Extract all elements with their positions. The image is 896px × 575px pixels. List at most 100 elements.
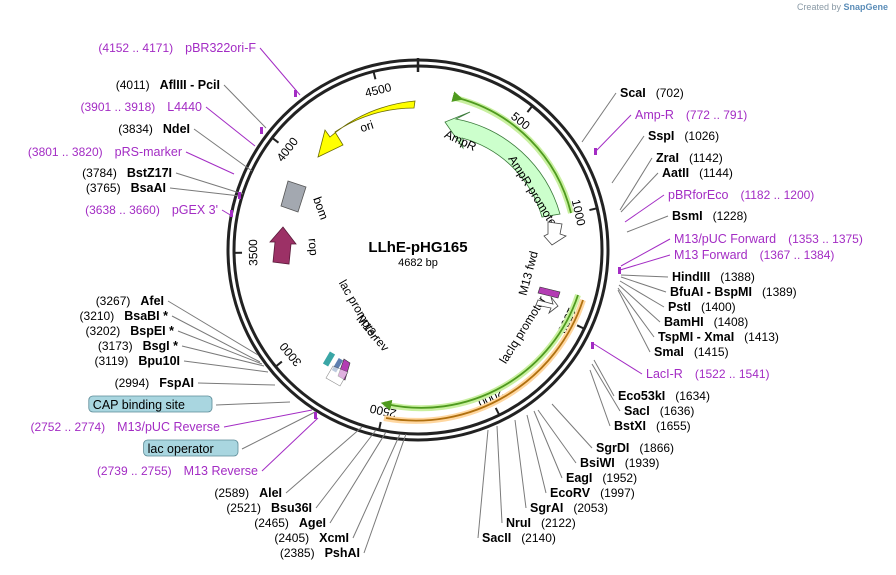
site-label[interactable]: Amp-R(772 .. 791) [595,108,747,152]
site-text: BsmI(1228) [672,209,747,223]
feature-lac-promoter[interactable] [325,365,349,387]
site-name: SacI [624,404,650,418]
site-label[interactable]: (3173)BsgI * [98,339,265,367]
site-name: BsaBI * [124,309,168,323]
site-label[interactable]: LacI-R(1522 .. 1541) [593,343,770,381]
feature-lacIq-promoter[interactable] [535,296,559,315]
site-label[interactable]: CAP binding site [88,395,291,413]
site-leader-line [593,343,643,375]
site-label[interactable]: SgrDI(1866) [551,403,674,455]
site-label[interactable]: SgrAI(2053) [514,419,608,515]
site-label[interactable]: BsiWI(1939) [537,409,659,470]
site-position: (1636) [660,404,695,418]
site-label[interactable]: (3210)BsaBI * [80,309,261,363]
site-label[interactable]: SacII(2140) [477,429,556,545]
site-label[interactable]: (2405)XcmI [274,433,401,545]
feature-rop[interactable] [269,226,297,265]
site-position: (1408) [714,315,749,329]
site-label[interactable]: (3638 .. 3660)pGEX 3' [85,203,233,217]
site-label[interactable]: NruI(2122) [496,425,576,530]
primer-mark [238,192,241,199]
site-label[interactable]: (3901 .. 3918)L4440 [81,100,256,147]
site-label[interactable]: SacI (1636) [591,363,695,418]
site-text: (4152 .. 4171)pBR322ori-F [98,41,256,55]
site-leader-line [514,419,527,509]
site-label[interactable]: (3784)BstZ17I [82,166,244,195]
site-label[interactable]: TspMI - XmaI(1413) [617,287,779,344]
site-label[interactable]: EcoRV(1997) [526,414,635,500]
site-name: SmaI [654,345,684,359]
site-label[interactable]: AatII(1144) [620,166,733,213]
tick-label: 1000 [569,198,589,227]
site-label[interactable]: ZraI(1142) [619,151,723,211]
site-text: M13/pUC Forward(1353 .. 1375) [674,232,863,246]
site-label[interactable]: (4152 .. 4171)pBR322ori-F [98,41,301,96]
site-label[interactable]: (3801 .. 3820)pRS-marker [28,145,235,175]
site-position: (1228) [713,209,748,223]
site-text: SgrDI(1866) [596,441,674,455]
site-label[interactable]: (3202)BspEI * [86,324,263,365]
site-name: FspAI [159,376,194,390]
site-leader-line [177,330,263,365]
tick-mark [526,105,534,113]
feature-bom[interactable] [280,180,307,213]
site-label[interactable]: (2465)AgeI [254,431,387,530]
site-label[interactable]: HindIII(1388) [620,270,755,284]
feature-box-label: lac operator [148,442,214,456]
site-name: ScaI [620,86,646,100]
feature-ampr[interactable] [444,111,561,218]
site-label[interactable]: (2752 .. 2774)M13/pUC Reverse [30,409,313,434]
site-leader-line [169,187,241,197]
site-label[interactable]: (3834)NdeI [118,122,253,172]
site-name: BstZ17I [127,166,172,180]
site-label[interactable]: pBRforEco(1182 .. 1200) [624,188,814,223]
site-position: (3267) [96,294,131,308]
site-label[interactable]: (2521)Bsu36I [226,429,377,515]
feature-rop-label: rop [305,238,320,257]
site-label[interactable]: SspI(1026) [611,129,719,184]
site-name: Bpu10I [138,354,180,368]
site-label[interactable]: (3765)BsaAI [86,181,241,197]
site-label[interactable]: (2385)PshAI [280,433,407,560]
site-leader-line [285,426,363,494]
site-label[interactable]: lac operator [143,411,316,457]
site-label[interactable]: Eco53kI(1634) [593,359,710,403]
site-text: (2521)Bsu36I [226,501,312,515]
site-label[interactable]: (2739 .. 2755)M13 Reverse [97,417,319,478]
ampr-outline-arc-stroke [451,91,572,214]
site-label[interactable]: M13 Forward(1367 .. 1384) [619,248,834,271]
primer-mark [591,342,594,349]
site-position: (3173) [98,339,133,353]
site-leader-line [618,284,661,323]
site-name: AatII [662,166,689,180]
site-leader-line [223,84,267,129]
feature-m13-fwd[interactable] [537,286,561,299]
site-name: pRS-marker [115,145,182,159]
site-text: pBRforEco(1182 .. 1200) [668,188,814,202]
site-leader-line [620,274,669,278]
site-label[interactable]: PstI(1400) [619,280,736,314]
site-label[interactable]: ScaI(702) [581,86,684,143]
site-label[interactable]: BsmI(1228) [626,209,747,233]
site-label[interactable]: (4011)AflIII - PciI [116,78,267,129]
site-text: BamHI(1408) [664,315,748,329]
site-label[interactable]: SmaI(1415) [617,289,729,359]
site-name: LacI-R [646,367,683,381]
site-label[interactable]: (3119)Bpu10I [95,354,269,373]
site-label[interactable]: BamHI(1408) [618,284,748,329]
site-label[interactable]: (2589)AleI [214,426,363,500]
site-label[interactable]: (3267)AfeI [96,294,259,356]
site-name: M13 Reverse [184,464,258,478]
site-label[interactable]: BstXI(1655) [589,369,691,433]
site-label[interactable]: (2994)FspAI [115,376,276,390]
site-leader-line [619,157,653,211]
primer-mark [314,412,317,419]
site-name: PshAI [325,546,360,560]
site-label[interactable]: EagI(1952) [533,410,637,485]
feature-ori[interactable] [317,100,416,158]
feature-cap-site[interactable] [322,351,336,367]
site-label[interactable]: M13/pUC Forward(1353 .. 1375) [620,232,863,267]
feature-ampr-promoter[interactable] [543,221,567,246]
site-label[interactable]: BfuAI - BspMI(1389) [620,276,797,299]
site-position: (1026) [684,129,719,143]
